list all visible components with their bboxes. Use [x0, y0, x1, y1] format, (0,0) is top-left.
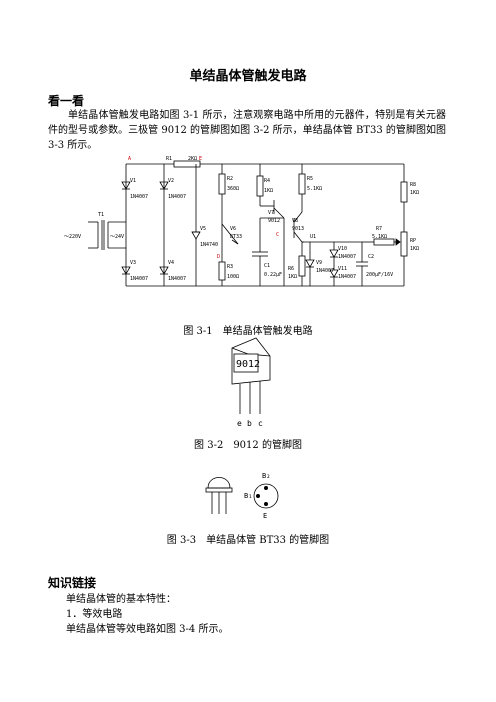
- v9-value: 1N4007: [316, 268, 334, 274]
- diode-v3: [121, 266, 131, 275]
- basic-property-line: 单结晶体管的基本特性：: [66, 594, 176, 605]
- r2-label: R2: [227, 176, 233, 182]
- diode-v2: [159, 181, 169, 190]
- intro-paragraph: 单结晶体管触发电路如图 3-1 所示，注意观察电路中所用的元器件，特别是有关元器…: [48, 110, 446, 151]
- resistor-r8: [400, 181, 408, 203]
- resistor-r1: [173, 160, 201, 168]
- v10-value: 1N4007: [338, 254, 356, 260]
- diode-v10: [329, 249, 339, 258]
- r6-value: 1KΩ: [288, 274, 297, 280]
- v11-label: V11: [338, 266, 347, 272]
- v5-label: V5: [200, 226, 206, 232]
- output-voltage: ～24V: [110, 234, 124, 240]
- rp-label: RP: [410, 238, 416, 244]
- node-a-label: A: [128, 156, 131, 162]
- pinout-9012-diagram: 9012 e b c: [231, 337, 271, 428]
- pinout-bt33-diagram: B₂ B₁ E: [205, 472, 279, 520]
- r7-label: R7: [376, 226, 382, 232]
- pinout-9012-body-label: 9012: [236, 359, 260, 370]
- diode-v9: [305, 259, 315, 268]
- pin-b2-label: B₂: [262, 472, 270, 480]
- section-heading-knowledge: 知识链接: [48, 576, 97, 590]
- v4-label: V4: [168, 260, 174, 266]
- c2-label: C2: [368, 254, 374, 260]
- diode-v1: [121, 181, 131, 190]
- v1-label: V1: [130, 178, 136, 184]
- r4-label: R4: [264, 178, 270, 184]
- node-e-label: E: [199, 156, 202, 162]
- r4-value: 1KΩ: [264, 188, 273, 194]
- list-item-1: 1．等效电路: [66, 609, 123, 620]
- v7-value: 9012: [268, 218, 280, 224]
- resistor-r4: [256, 175, 264, 197]
- c1-label: C1: [264, 263, 270, 269]
- node-c-label: C: [276, 232, 279, 238]
- figure-3-1-caption: 图 3-1 单结晶体管触发电路: [183, 326, 313, 337]
- rp-value: 1KΩ: [410, 246, 419, 252]
- zener-v5: [191, 231, 201, 240]
- c2-value: 200μF/16V: [366, 272, 393, 278]
- v9-label: V9: [316, 260, 322, 266]
- pin-e-bt33-label: E: [263, 512, 267, 520]
- figure-3-2-caption: 图 3-2 9012 的管脚图: [194, 440, 302, 451]
- r3-label: R3: [227, 264, 233, 270]
- v6-label: V6: [230, 226, 236, 232]
- v2-value: 1N4007: [168, 194, 186, 200]
- v5-value: 1N4740: [200, 242, 218, 248]
- section-heading-look: 看一看: [48, 94, 85, 108]
- r5-label: R5: [307, 176, 313, 182]
- resistor-r6: [298, 255, 306, 277]
- v4-value: 1N4007: [168, 276, 186, 282]
- r6-label: R6: [288, 266, 294, 272]
- v3-value: 1N4007: [130, 276, 148, 282]
- pin-e-label: e: [237, 419, 242, 428]
- resistor-r5: [298, 173, 306, 195]
- v6-value: BT33: [230, 234, 242, 240]
- pin-c-label: c: [258, 419, 263, 428]
- node-d-label: D: [217, 254, 220, 260]
- r1-value: 2KΩ: [188, 156, 197, 162]
- r7-value: 5.1KΩ: [372, 234, 387, 240]
- r8-value: 1KΩ: [410, 190, 419, 196]
- v1-value: 1N4007: [130, 194, 148, 200]
- u1-label: U1: [310, 234, 316, 240]
- diode-v4: [159, 266, 169, 275]
- diode-v11: [329, 269, 339, 278]
- c1-value: 0.22μF: [264, 272, 282, 278]
- input-voltage: ～220V: [64, 234, 81, 240]
- list-item-1-text: 单结晶体管等效电路如图 3-4 所示。: [66, 624, 229, 635]
- potentiometer-rp: [400, 231, 408, 257]
- r5-value: 5.1KΩ: [307, 186, 322, 192]
- v2-label: V2: [168, 178, 174, 184]
- resistor-r3: [218, 261, 226, 281]
- trigger-circuit-schematic: A E D C R1 2KΩ V1 1N4007 V2 1N4007 V3 1N…: [64, 156, 419, 287]
- v11-value: 1N4007: [338, 274, 356, 280]
- v8-label: V8: [292, 218, 298, 224]
- r8-label: R8: [410, 182, 416, 188]
- resistor-r2: [218, 173, 226, 195]
- t1-label: T1: [98, 212, 104, 218]
- pin-b-label: b: [247, 419, 252, 428]
- page-title: 单结晶体管触发电路: [189, 69, 307, 84]
- v8-value: 9013: [292, 226, 304, 232]
- v7-label: V7: [268, 210, 274, 216]
- v10-label: V10: [338, 246, 347, 252]
- r2-value: 360Ω: [227, 186, 239, 192]
- r3-value: 100Ω: [227, 274, 239, 280]
- figure-3-3-caption: 图 3-3 单结晶体管 BT33 的管脚图: [166, 535, 330, 546]
- r1-label: R1: [166, 156, 172, 162]
- v3-label: V3: [130, 260, 136, 266]
- pin-b1-label: B₁: [244, 492, 252, 500]
